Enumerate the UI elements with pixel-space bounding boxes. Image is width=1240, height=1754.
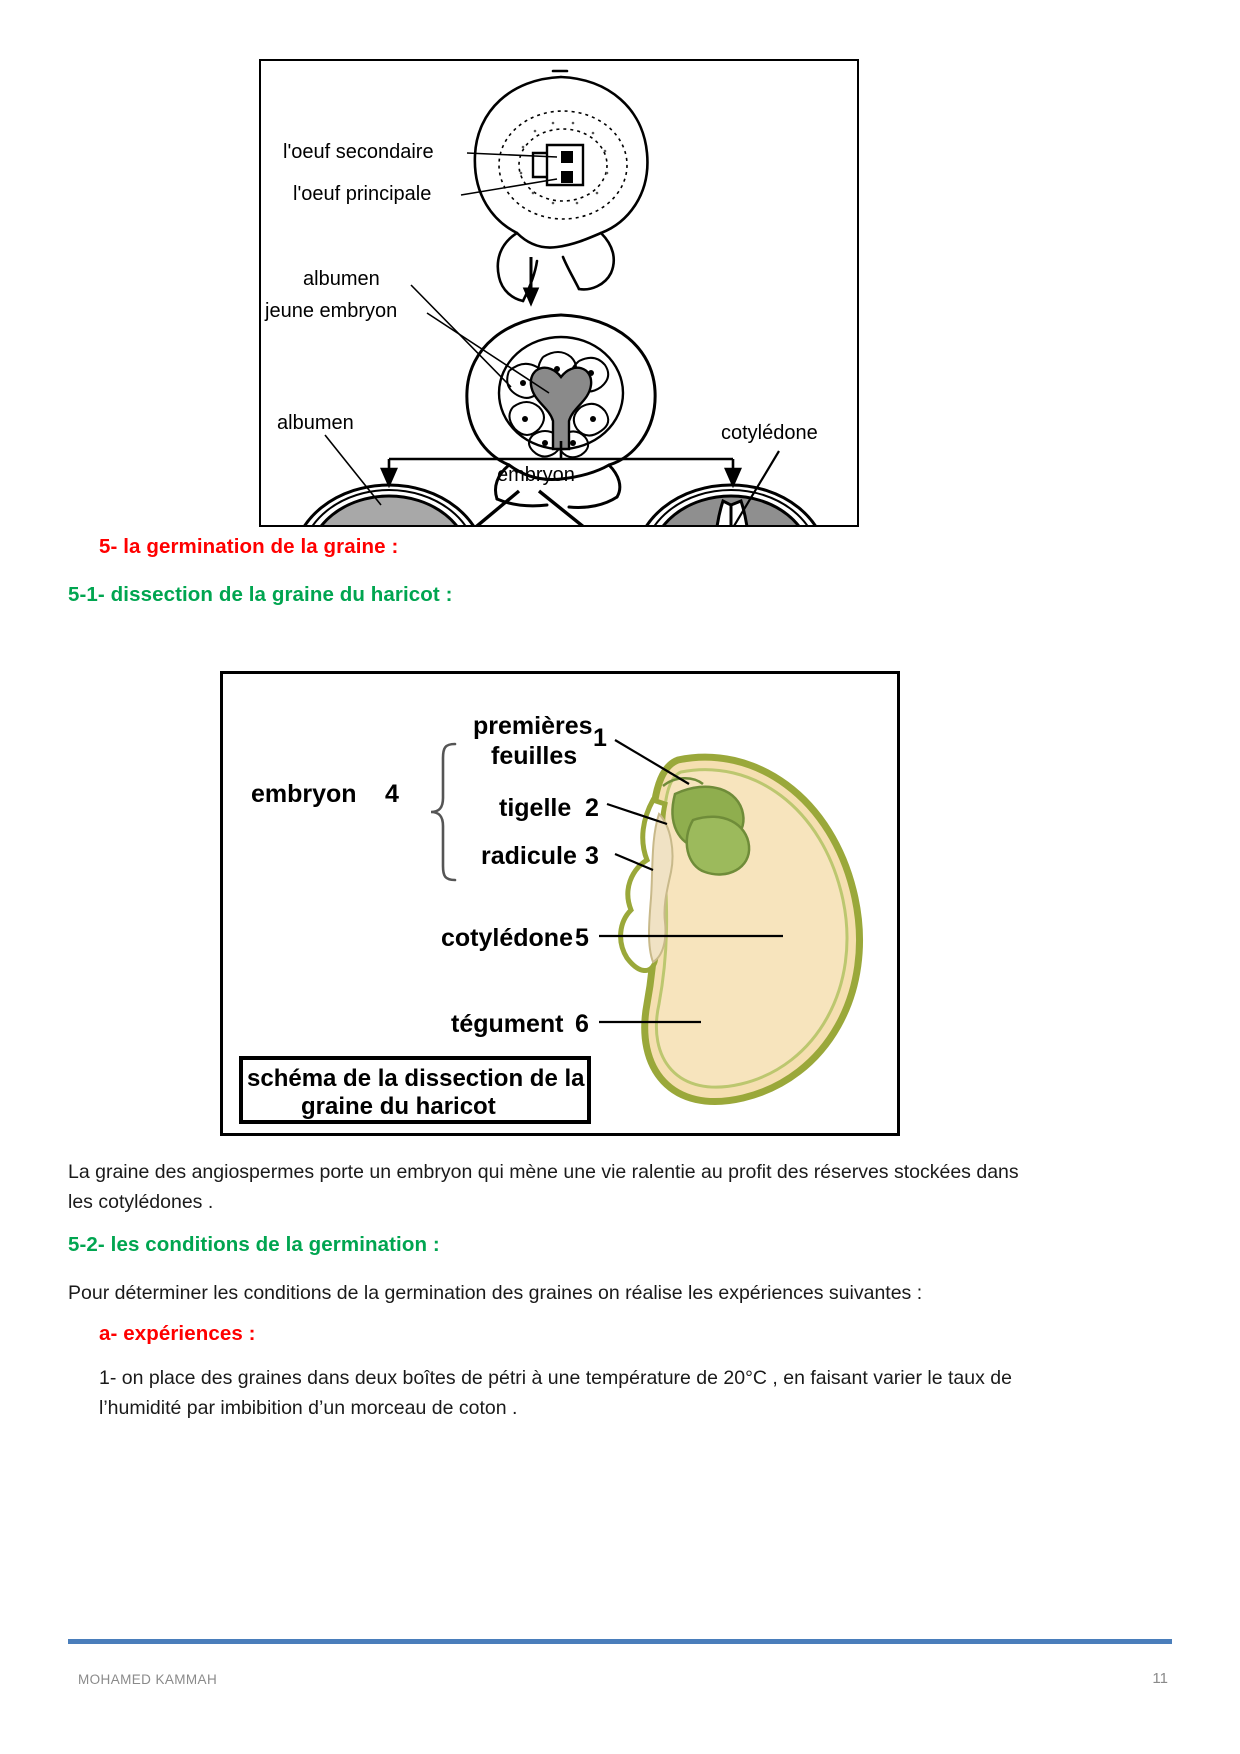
bean-seed-svg: embryon 4 premières feuilles 1 tigelle 2… bbox=[223, 674, 897, 1133]
embryogenesis-svg: l'oeuf secondaire l'oeuf principale bbox=[261, 61, 857, 525]
figure-bean-seed-dissection: embryon 4 premières feuilles 1 tigelle 2… bbox=[220, 671, 900, 1136]
label-cotyledone-number: 5 bbox=[575, 924, 589, 952]
label-oeuf-secondaire: l'oeuf secondaire bbox=[283, 141, 434, 163]
label-albumen-top: albumen bbox=[303, 268, 380, 290]
label-albumen-bottom: albumen bbox=[277, 412, 354, 434]
label-premieres-feuilles-number: 1 bbox=[593, 724, 607, 752]
label-oeuf-principale: l'oeuf principale bbox=[293, 183, 431, 205]
footer-divider bbox=[68, 1639, 1172, 1644]
label-cotyledone: cotylédone bbox=[441, 924, 573, 952]
figure-embryogenesis: l'oeuf secondaire l'oeuf principale bbox=[259, 59, 859, 527]
bean-shape bbox=[618, 753, 863, 1105]
label-tegument-number: 6 bbox=[575, 1010, 589, 1038]
heading-subsection-a: a- expériences : bbox=[99, 1322, 256, 1345]
label-jeune-embryon: jeune embryon bbox=[264, 300, 397, 322]
heading-section-5-1: 5-1- dissection de la graine du haricot … bbox=[68, 583, 453, 606]
paragraph-experiment-1: 1- on place des graines dans deux boîtes… bbox=[99, 1367, 1012, 1419]
label-radicule: radicule bbox=[481, 842, 577, 870]
label-premieres-feuilles-line1: premières bbox=[473, 712, 593, 740]
label-embryon: embryon bbox=[251, 780, 357, 808]
label-tigelle-number: 2 bbox=[585, 794, 599, 822]
paragraph-germination-conditions: Pour déterminer les conditions de la ger… bbox=[68, 1282, 923, 1304]
caption-line-1: schéma de la dissection de la bbox=[247, 1065, 585, 1092]
label-embryon: embryon bbox=[497, 464, 575, 486]
heading-section-5: 5- la germination de la graine : bbox=[99, 535, 399, 558]
label-embryon-number: 4 bbox=[385, 780, 399, 808]
label-premieres-feuilles-line2: feuilles bbox=[491, 742, 577, 770]
label-tegument: tégument bbox=[451, 1010, 564, 1038]
paragraph-angiosperm-seed: La graine des angiospermes porte un embr… bbox=[68, 1161, 1019, 1213]
footer-author: MOHAMED KAMMAH bbox=[78, 1672, 218, 1687]
label-radicule-number: 3 bbox=[585, 842, 599, 870]
label-cotyledone: cotylédone bbox=[721, 422, 818, 444]
figure2-caption-box: schéma de la dissection de la graine du … bbox=[239, 1056, 591, 1124]
caption-line-2: graine du haricot bbox=[301, 1093, 496, 1120]
heading-section-5-2: 5-2- les conditions de la germination : bbox=[68, 1233, 440, 1256]
footer-page-number: 11 bbox=[1152, 1670, 1168, 1687]
label-tigelle: tigelle bbox=[499, 794, 571, 822]
